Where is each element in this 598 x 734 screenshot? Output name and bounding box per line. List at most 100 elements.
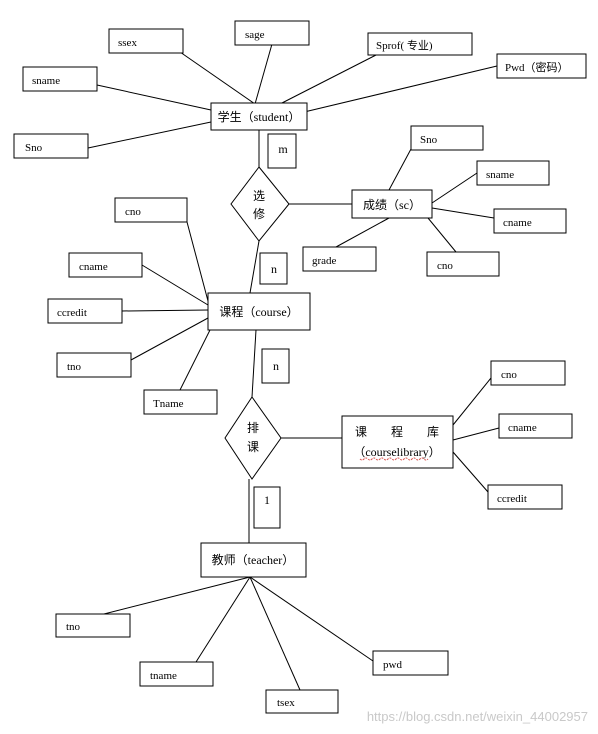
link-sc-grade: [335, 217, 390, 248]
attribute-sc-cname-label: cname: [503, 217, 532, 229]
link-course-tname: [179, 329, 211, 391]
link-teacher-tsex: [249, 576, 301, 691]
link-select-course: [249, 240, 260, 294]
link-student-sage: [254, 43, 273, 105]
attribute-courselibrary-cname-label: cname: [508, 422, 537, 434]
attribute-teacher-tno-label: tno: [66, 621, 81, 633]
attribute-course-ccredit-label: ccredit: [57, 307, 87, 319]
link-student-sno: [87, 121, 212, 149]
relationship-select: 选 修: [230, 166, 290, 242]
attribute-teacher-tname: tname: [139, 661, 214, 687]
attribute-courselibrary-ccredit-label: ccredit: [497, 493, 527, 505]
link-student-pwd: [299, 65, 498, 114]
attribute-teacher-tsex: tsex: [265, 689, 339, 714]
link-sc-sno: [388, 148, 412, 191]
entity-sc-label: 成绩（sc）: [363, 198, 421, 212]
link-courselibrary-cno: [452, 377, 492, 426]
attribute-sc-sname: sname: [476, 160, 550, 186]
attribute-student-sage-label: sage: [245, 29, 265, 41]
entity-teacher: 教师（teacher）: [200, 542, 307, 578]
entity-student: 学生（student）: [210, 102, 308, 131]
relationship-select-label-line2: 修: [253, 206, 265, 221]
attribute-teacher-tname-label: tname: [150, 670, 177, 682]
attribute-courselibrary-cno-label: cno: [501, 369, 517, 381]
attribute-sc-cno: cno: [426, 251, 500, 277]
attribute-teacher-pwd-label: pwd: [383, 659, 402, 671]
attribute-course-tname: Tname: [143, 389, 218, 415]
link-sc-cname: [431, 207, 495, 219]
attribute-teacher-tsex-label: tsex: [277, 697, 295, 709]
attribute-student-sprof: Sprof( 专业): [367, 32, 473, 56]
entity-course-label: 课程（course）: [219, 304, 298, 319]
attribute-courselibrary-cno: cno: [490, 360, 566, 386]
link-course-schedule: [251, 329, 257, 398]
link-sc-cno: [427, 217, 457, 253]
link-student-sprof: [279, 53, 379, 105]
attribute-course-tno-label: tno: [67, 361, 82, 373]
attribute-course-cno: cno: [114, 197, 188, 223]
cardinality-student: m: [267, 133, 297, 169]
attribute-student-sprof-label: Sprof( 专业): [376, 38, 433, 52]
cardinality-teacher-label: 1: [264, 493, 270, 507]
attribute-courselibrary-ccredit: ccredit: [487, 484, 563, 510]
attribute-course-cno-label: cno: [125, 206, 141, 218]
attribute-teacher-tno: tno: [55, 613, 131, 638]
cardinality-course-schedule: n: [261, 348, 290, 384]
connector-lines: [87, 43, 500, 691]
attribute-student-pwd-label: Pwd（密码）: [505, 60, 569, 74]
link-course-ccredit: [121, 309, 209, 312]
attribute-sc-sno-label: Sno: [420, 134, 438, 146]
attribute-courselibrary-cname: cname: [498, 413, 573, 439]
link-courselibrary-ccredit: [452, 451, 489, 493]
attribute-course-cname-label: cname: [79, 261, 108, 273]
attribute-student-ssex: ssex: [108, 28, 184, 54]
relationship-schedule-label-line2: 课: [247, 440, 259, 454]
attribute-sc-cname: cname: [493, 208, 567, 234]
attribute-sc-sname-label: sname: [486, 169, 514, 181]
attribute-course-ccredit: ccredit: [47, 298, 123, 324]
link-course-tno: [130, 317, 209, 361]
attribute-sc-grade: grade: [302, 246, 377, 272]
entity-courselibrary-label-line2: （courselibrary）: [353, 445, 440, 459]
entity-sc: 成绩（sc）: [351, 189, 433, 219]
entity-courselibrary-label-line1: 课 程 库: [355, 424, 439, 439]
attribute-student-sage: sage: [234, 20, 310, 46]
entity-courselibrary: 课 程 库 （courselibrary）: [341, 415, 454, 469]
link-course-cname: [141, 264, 209, 306]
watermark-text: https://blog.csdn.net/weixin_44002957: [367, 709, 588, 724]
attribute-student-pwd: Pwd（密码）: [496, 53, 587, 79]
relationship-select-label-line1: 选: [253, 189, 265, 203]
link-courselibrary-cname: [452, 427, 500, 441]
relationship-schedule: 排 课: [224, 396, 282, 480]
entity-student-label: 学生（student）: [218, 109, 301, 124]
attribute-course-cname: cname: [68, 252, 143, 278]
attribute-course-tname-label: Tname: [153, 398, 184, 410]
cardinality-course-schedule-label: n: [273, 359, 279, 373]
link-teacher-tname: [195, 576, 251, 663]
cardinality-teacher: 1: [253, 486, 281, 529]
attribute-course-tno: tno: [56, 352, 132, 378]
entity-teacher-label: 教师（teacher）: [212, 552, 295, 567]
attribute-student-sno: Sno: [13, 133, 89, 159]
link-course-cno: [186, 221, 209, 302]
attribute-sc-cno-label: cno: [437, 260, 453, 272]
link-student-sname: [96, 84, 212, 111]
attribute-sc-sno: Sno: [410, 125, 484, 151]
spellcheck-underline: [359, 457, 429, 461]
cardinality-course-select-label: n: [271, 262, 277, 276]
entity-course: 课程（course）: [207, 292, 311, 331]
cardinality-course-select: n: [259, 252, 288, 285]
link-student-ssex: [179, 51, 256, 105]
attribute-student-sname-label: sname: [32, 75, 60, 87]
link-sc-sname: [431, 172, 478, 204]
attribute-teacher-pwd: pwd: [372, 650, 449, 676]
link-teacher-tno: [99, 576, 251, 616]
attribute-student-sname: sname: [22, 66, 98, 92]
relationship-schedule-label-line1: 排: [247, 421, 259, 435]
attribute-student-sno-label: Sno: [25, 142, 43, 154]
attribute-student-ssex-label: ssex: [118, 37, 137, 49]
cardinality-student-label: m: [278, 142, 288, 156]
link-teacher-pwd: [249, 576, 374, 662]
